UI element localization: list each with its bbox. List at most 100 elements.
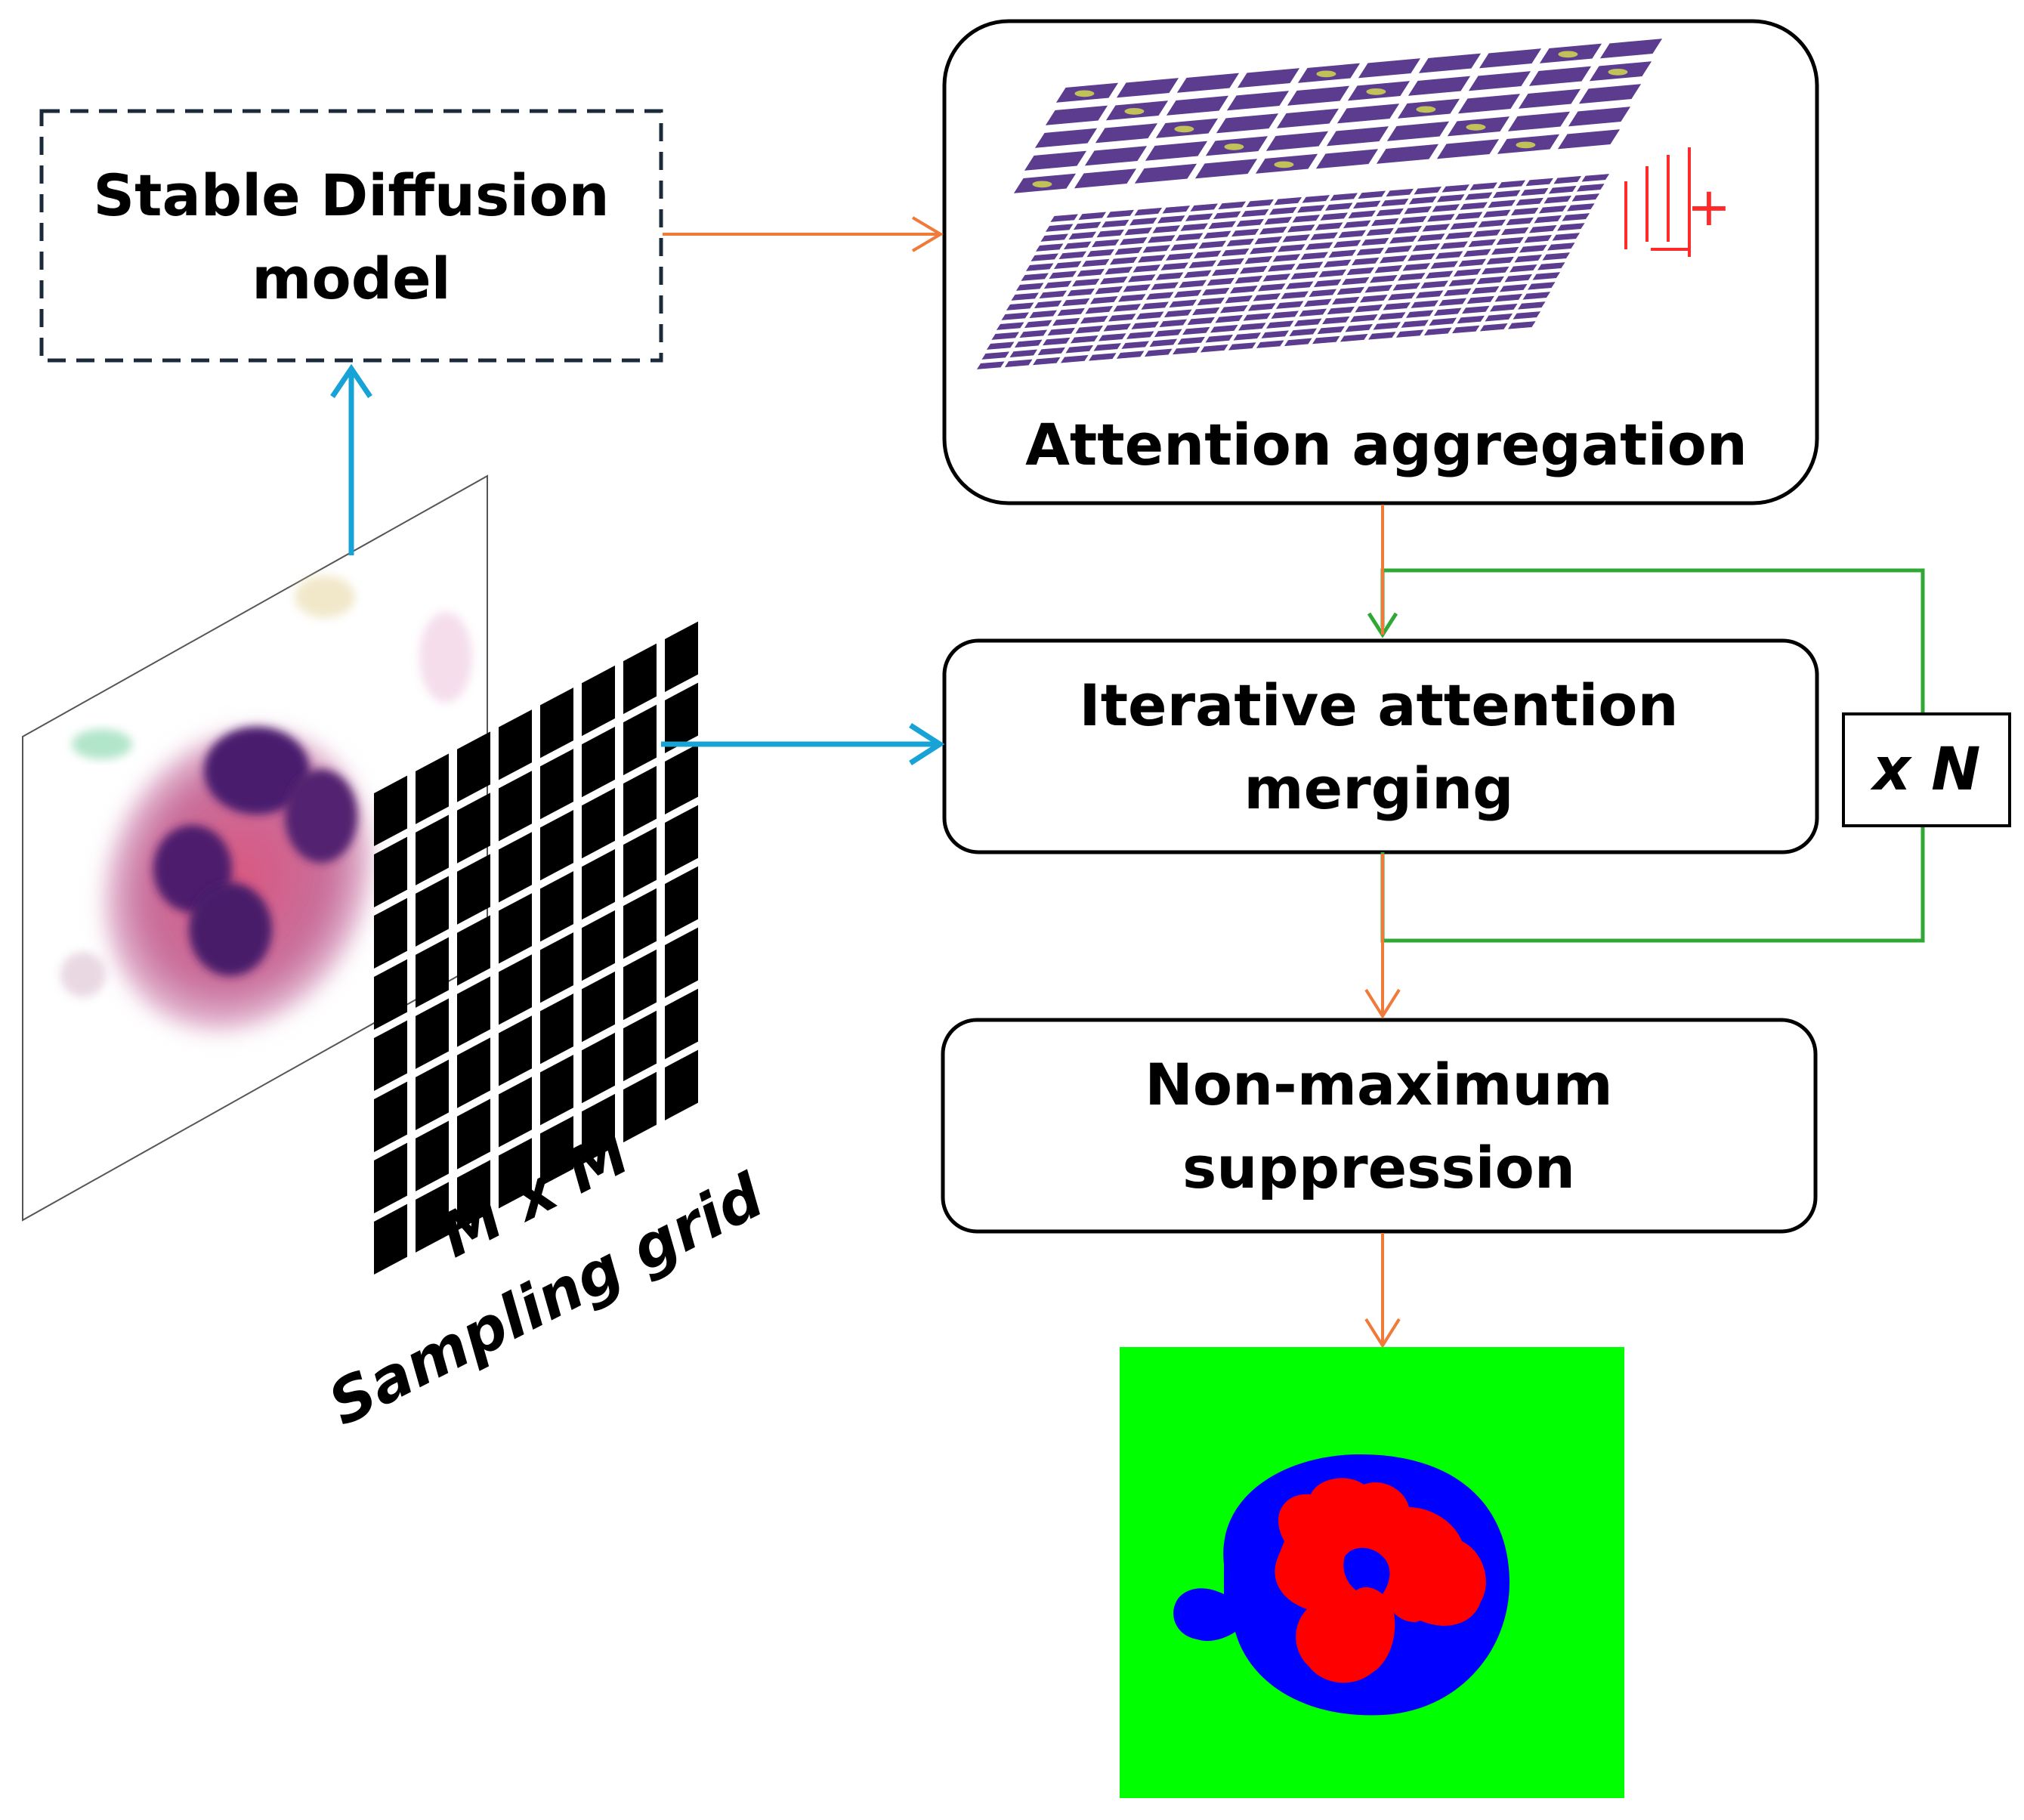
sampling-grid-cell [540, 1055, 573, 1126]
attention-map-tile [1002, 357, 1036, 369]
attention-map-tile [1149, 223, 1183, 235]
attention-map-tile [1225, 340, 1259, 352]
attention-map-tile [1145, 233, 1179, 245]
sampling-grid-cell [582, 665, 615, 737]
sampling-grid-cell [499, 1138, 532, 1209]
attention-map-tile [1555, 127, 1623, 151]
attention-map-tile [1051, 259, 1085, 271]
attention-hotspot [1032, 181, 1052, 188]
attention-map-tile [1115, 292, 1149, 304]
sampling-grid-cell [582, 1032, 615, 1104]
attention-map-tile [1062, 343, 1096, 355]
attention-map-tile [1154, 213, 1188, 225]
attention-map-tile [1055, 249, 1089, 261]
attention-map-tile [1401, 204, 1435, 216]
attention-map-tile [1093, 227, 1127, 239]
attention-map-tile [1287, 270, 1321, 282]
attention-map-tile [1494, 178, 1528, 190]
attention-map-tile [1417, 279, 1451, 291]
stable-diffusion-node: Stable Diffusion model [39, 109, 663, 363]
attention-map-tile [1102, 264, 1136, 277]
attention-map-tile [1251, 234, 1285, 246]
attention-map-tile [1224, 88, 1292, 113]
sampling-grid-cell [623, 827, 657, 898]
attention-map-tile [1358, 236, 1392, 248]
attention-map-tile [1199, 286, 1233, 298]
attention-map-tile [1030, 355, 1064, 367]
sampling-grid-cell [416, 876, 449, 947]
attention-map-tile [1071, 166, 1139, 190]
attention-map-tile [1176, 278, 1210, 290]
attention-map-tile [1565, 104, 1633, 128]
attention-map-tile [1283, 280, 1317, 292]
attention-map-tile [1375, 310, 1409, 322]
attention-map-tile [1355, 56, 1423, 80]
attention-map-tile [1044, 326, 1078, 338]
sampling-grid-cell [416, 814, 449, 885]
attention-map-tile [1077, 314, 1111, 326]
attention-map-tile [1133, 310, 1167, 322]
sampling-grid-cell [416, 998, 449, 1069]
attention-map-tile [1350, 199, 1384, 211]
attention-map-tile [1174, 71, 1242, 95]
attention-aggregation-node: + Attention aggregation [942, 19, 1819, 505]
attention-map-tile [1374, 142, 1442, 166]
sampling-grid-cell [374, 898, 407, 969]
attention-map-tile [1315, 267, 1349, 280]
attention-map-tile [1223, 236, 1257, 249]
attention-map-tile [1322, 201, 1356, 213]
attention-map-tile [1131, 205, 1165, 218]
attention-map-tile [1510, 309, 1543, 321]
attention-map-tile [1343, 265, 1377, 277]
sampling-grid-cell [374, 1020, 407, 1091]
attention-map-tile [1061, 239, 1095, 252]
attention-map-tile [1213, 256, 1247, 268]
attention-map-tile [1173, 231, 1207, 243]
attention-map-tile [1367, 273, 1401, 285]
attention-map-tile [1092, 284, 1126, 296]
attention-map-tile [1068, 333, 1102, 345]
sampling-grid-cell [582, 1093, 615, 1165]
attention-hotspot [1416, 106, 1436, 113]
attention-map-tile [1261, 215, 1295, 227]
sampling-grid-cell [665, 805, 698, 876]
attention-map-tile [1427, 259, 1461, 271]
attention-map-tile [1361, 283, 1395, 295]
attention-map-tile [1334, 101, 1402, 125]
attention-map-tile [1470, 227, 1504, 239]
attention-map-tile [1021, 149, 1089, 173]
attention-hotspot [1558, 51, 1578, 58]
attention-map-tile [1294, 202, 1328, 215]
attention-map-tile [1404, 251, 1438, 263]
attention-map-tile [1040, 335, 1074, 348]
attention-map-tile [1431, 306, 1465, 318]
attention-map-tile [1126, 215, 1160, 227]
attention-map-tile [1342, 322, 1376, 334]
attention-map-tile [1293, 260, 1327, 272]
attention-map-tile [1121, 225, 1155, 237]
attention-map-tile [1578, 171, 1612, 184]
attention-map-tile [1449, 323, 1483, 335]
attention-map-tile [1413, 289, 1447, 301]
attention-map-tile [1309, 334, 1343, 346]
attention-map-tile [1516, 243, 1550, 255]
sampling-grid-cell [457, 1037, 490, 1108]
sampling-grid-cell [540, 1116, 573, 1187]
attention-map-tile [1064, 286, 1098, 298]
attention-map-tile [1278, 289, 1312, 301]
attention-map-tile [1047, 212, 1081, 224]
attention-map-tile [1403, 308, 1437, 320]
attention-map-tile [1202, 332, 1236, 345]
aggregation-plus-sign: + [1687, 176, 1732, 238]
attention-map-tile [1384, 119, 1452, 144]
attention-map-tile [1477, 321, 1511, 333]
attention-map-tile [1018, 271, 1052, 283]
attention-map-tile [1406, 194, 1440, 206]
sampling-grid-icon [374, 621, 698, 1275]
attention-map-tile [1501, 272, 1535, 284]
attention-map-tile [1554, 221, 1588, 233]
attention-map-tile [1284, 222, 1318, 234]
attention-map-tile [1089, 237, 1123, 249]
stable-diffusion-subtitle: model [252, 245, 450, 312]
